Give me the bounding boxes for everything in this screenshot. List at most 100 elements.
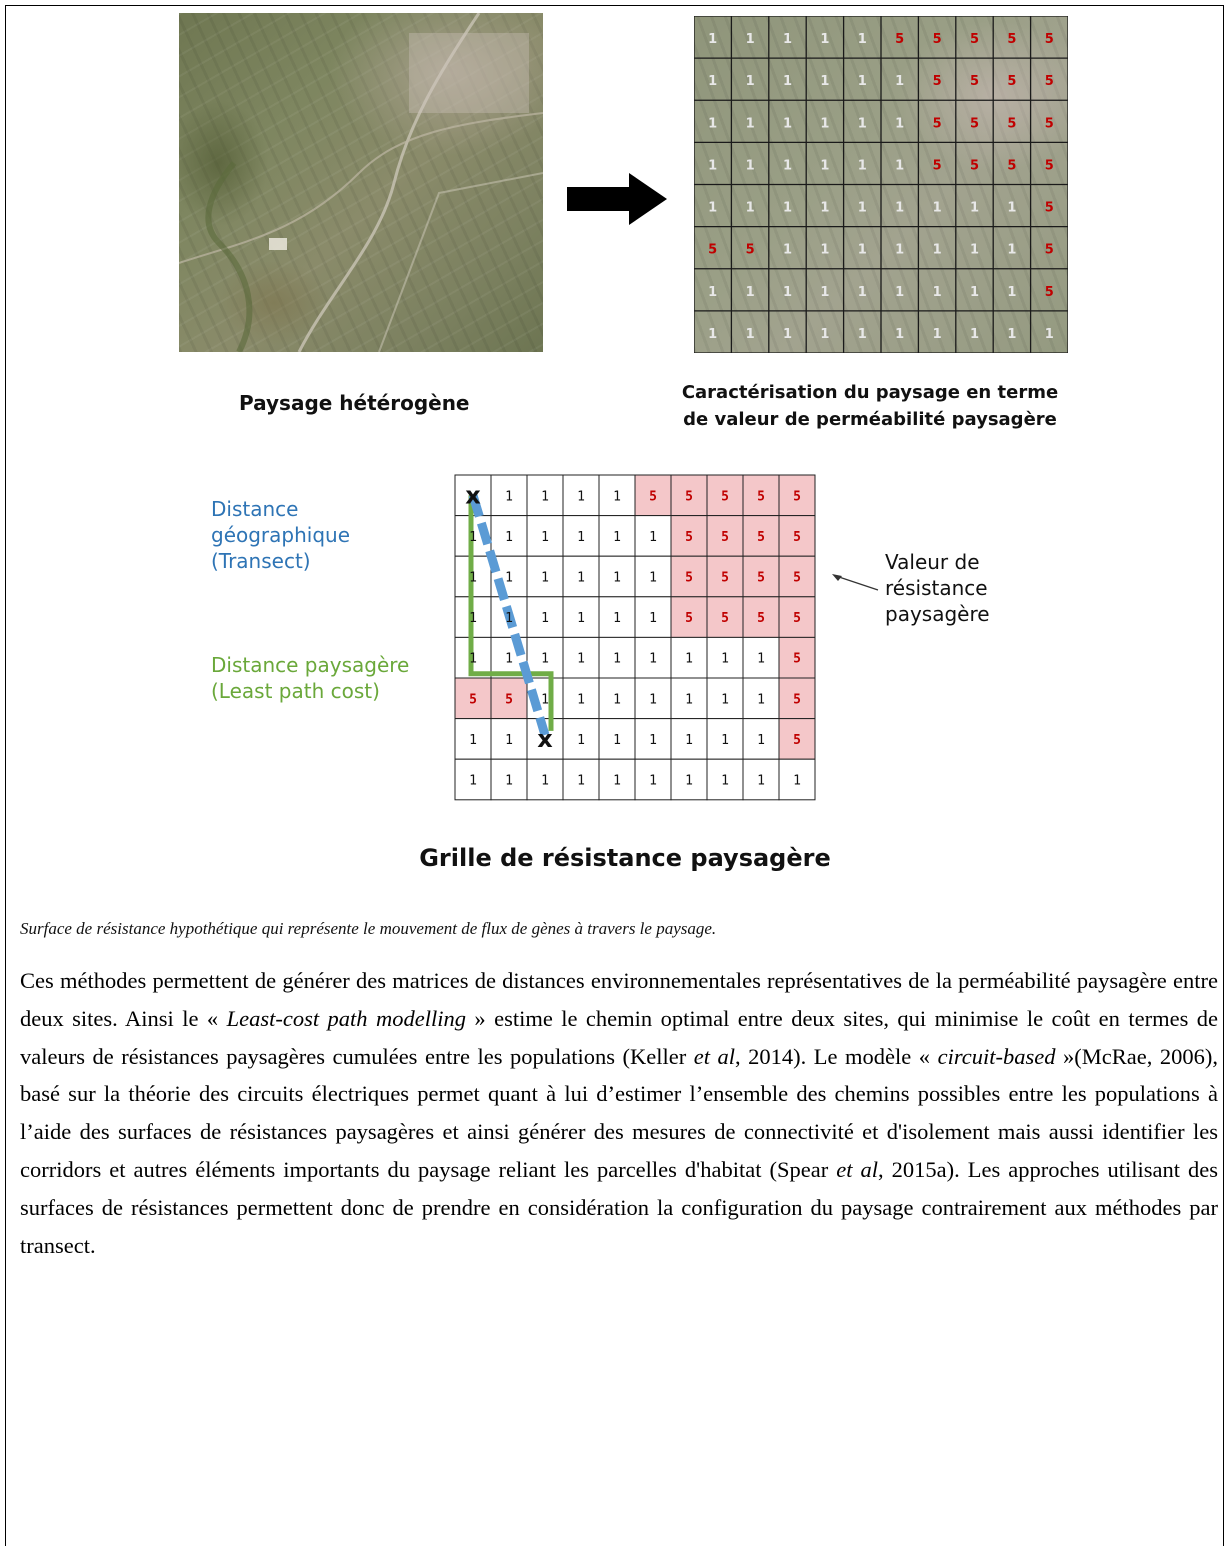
permeability-value-cell: 1	[820, 158, 829, 173]
permeability-value-cell: 1	[820, 243, 829, 258]
right-grid-label-line1: Caractérisation du paysage en terme	[681, 382, 1059, 403]
resistance-value-cell: 1	[505, 733, 513, 748]
paragraph-emphasis-2: et al	[693, 1043, 735, 1069]
right-arrow-icon	[567, 173, 667, 225]
permeability-value-cell: 1	[895, 201, 904, 216]
paragraph-text: Ces méthodes permettent de générer des m…	[20, 962, 1218, 1264]
permeability-value-cell: 1	[783, 32, 792, 47]
resistance-value-cell: 1	[721, 692, 729, 707]
permeability-value-cell: 1	[746, 327, 755, 342]
resistance-cell	[670, 474, 708, 517]
resistance-value-cell: 5	[685, 611, 693, 626]
resistance-value-cell: 1	[577, 774, 585, 789]
legend-resistance-line1: Valeur de	[885, 550, 980, 574]
resistance-value-cell: 1	[757, 733, 765, 748]
resistance-value-cell: 1	[577, 530, 585, 545]
permeability-value-cell: 1	[858, 243, 867, 258]
resistance-value-cell: 1	[469, 733, 477, 748]
resistance-value-cell: 1	[577, 733, 585, 748]
permeability-value-cell: 5	[1045, 158, 1054, 173]
body-paragraph: Ces méthodes permettent de générer des m…	[20, 962, 1218, 1264]
permeability-value-cell: 1	[783, 285, 792, 300]
permeability-value-cell: 1	[746, 74, 755, 89]
resistance-value-cell: 1	[649, 692, 657, 707]
resistance-value-cell: 1	[541, 571, 549, 586]
resistance-cell	[526, 515, 564, 557]
right-grid-label-line2: de valeur de perméabilité paysagère	[683, 409, 1057, 430]
resistance-cell	[634, 677, 672, 720]
resistance-value-cell: 1	[793, 774, 801, 789]
permeability-value-cell: 1	[858, 74, 867, 89]
resistance-value-cell: 5	[793, 733, 801, 748]
permeability-value-cell: 1	[820, 201, 829, 216]
permeability-value-cell: 1	[783, 158, 792, 173]
permeability-value-cell: 5	[708, 243, 717, 258]
permeability-value-cell: 1	[895, 116, 904, 131]
resistance-value-cell: 5	[793, 489, 801, 504]
permeability-value-cell: 1	[1007, 327, 1016, 342]
paragraph-run-1: Ces méthodes permettent de générer des m…	[20, 968, 1218, 1031]
permeability-value-cell: 1	[1007, 243, 1016, 258]
permeability-value-cell: 1	[708, 327, 717, 342]
resistance-cell	[454, 718, 492, 760]
legend-landscape-line2: (Least path cost)	[211, 679, 380, 703]
resistance-value-cell: 1	[757, 774, 765, 789]
site-marker: x	[537, 725, 553, 753]
resistance-value-cell: 1	[505, 611, 513, 626]
permeability-value-cell: 5	[1007, 158, 1016, 173]
resistance-cell	[490, 515, 528, 557]
permeability-value-cell: 5	[1007, 32, 1016, 47]
resistance-value-cell: 1	[577, 571, 585, 586]
resistance-value-cell: 1	[577, 611, 585, 626]
grid-title: Grille de résistance paysagère	[419, 844, 831, 872]
resistance-value-cell: 1	[577, 692, 585, 707]
resistance-value-cell: 1	[685, 774, 693, 789]
permeability-value-cell: 5	[970, 158, 979, 173]
legend-landscape-distance: Distance paysagère (Least path cost)	[211, 652, 409, 704]
resistance-cell	[706, 555, 744, 598]
permeability-value-cell: 5	[933, 158, 942, 173]
resistance-value-cell: 5	[649, 489, 657, 504]
permeability-value-cell: 1	[970, 327, 979, 342]
permeability-value-cell: 1	[783, 243, 792, 258]
resistance-value-cell: 1	[505, 774, 513, 789]
resistance-cell	[778, 718, 816, 760]
left-photo-label: Paysage hétérogène	[239, 391, 470, 415]
permeability-value-cell: 1	[783, 116, 792, 131]
resistance-value-cell: 1	[613, 530, 621, 545]
resistance-value-cell: 1	[469, 530, 477, 545]
resistance-value-cell: 1	[649, 571, 657, 586]
resistance-value-cell: 1	[649, 611, 657, 626]
permeability-value-cell: 1	[708, 32, 717, 47]
permeability-value-cell: 5	[1007, 74, 1016, 89]
permeability-value-cell: 1	[1045, 327, 1054, 342]
resistance-value-cell: 1	[757, 652, 765, 667]
permeability-value-cell: 1	[970, 243, 979, 258]
resistance-cell	[598, 636, 636, 679]
permeability-value-cell: 1	[708, 158, 717, 173]
resistance-value-cell: 1	[721, 652, 729, 667]
resistance-cell	[598, 718, 636, 760]
permeability-value-cell: 5	[1045, 116, 1054, 131]
paragraph-run-5: , 2015a). Les approches utilisant des su…	[20, 1156, 1218, 1258]
resistance-value-cell: 1	[613, 733, 621, 748]
resistance-cell	[634, 555, 672, 598]
resistance-cell	[742, 677, 780, 720]
resistance-cell	[598, 758, 636, 801]
figure-caption: Surface de résistance hypothétique qui r…	[20, 919, 717, 938]
annotation-arrow-icon	[832, 574, 879, 591]
least-cost-path	[468, 495, 554, 731]
resistance-value-cell: 5	[757, 530, 765, 545]
resistance-value-cell: 1	[505, 530, 513, 545]
resistance-value-cell: 5	[757, 611, 765, 626]
legend-geographic-line1: Distance	[211, 497, 299, 521]
permeability-value-cell: 1	[708, 116, 717, 131]
paragraph-emphasis-4: et al	[836, 1156, 878, 1182]
resistance-cell	[634, 596, 672, 638]
resistance-cell	[778, 677, 816, 720]
resistance-value-cell: 1	[613, 571, 621, 586]
resistance-cell	[562, 636, 600, 679]
permeability-value-cell: 5	[1007, 116, 1016, 131]
